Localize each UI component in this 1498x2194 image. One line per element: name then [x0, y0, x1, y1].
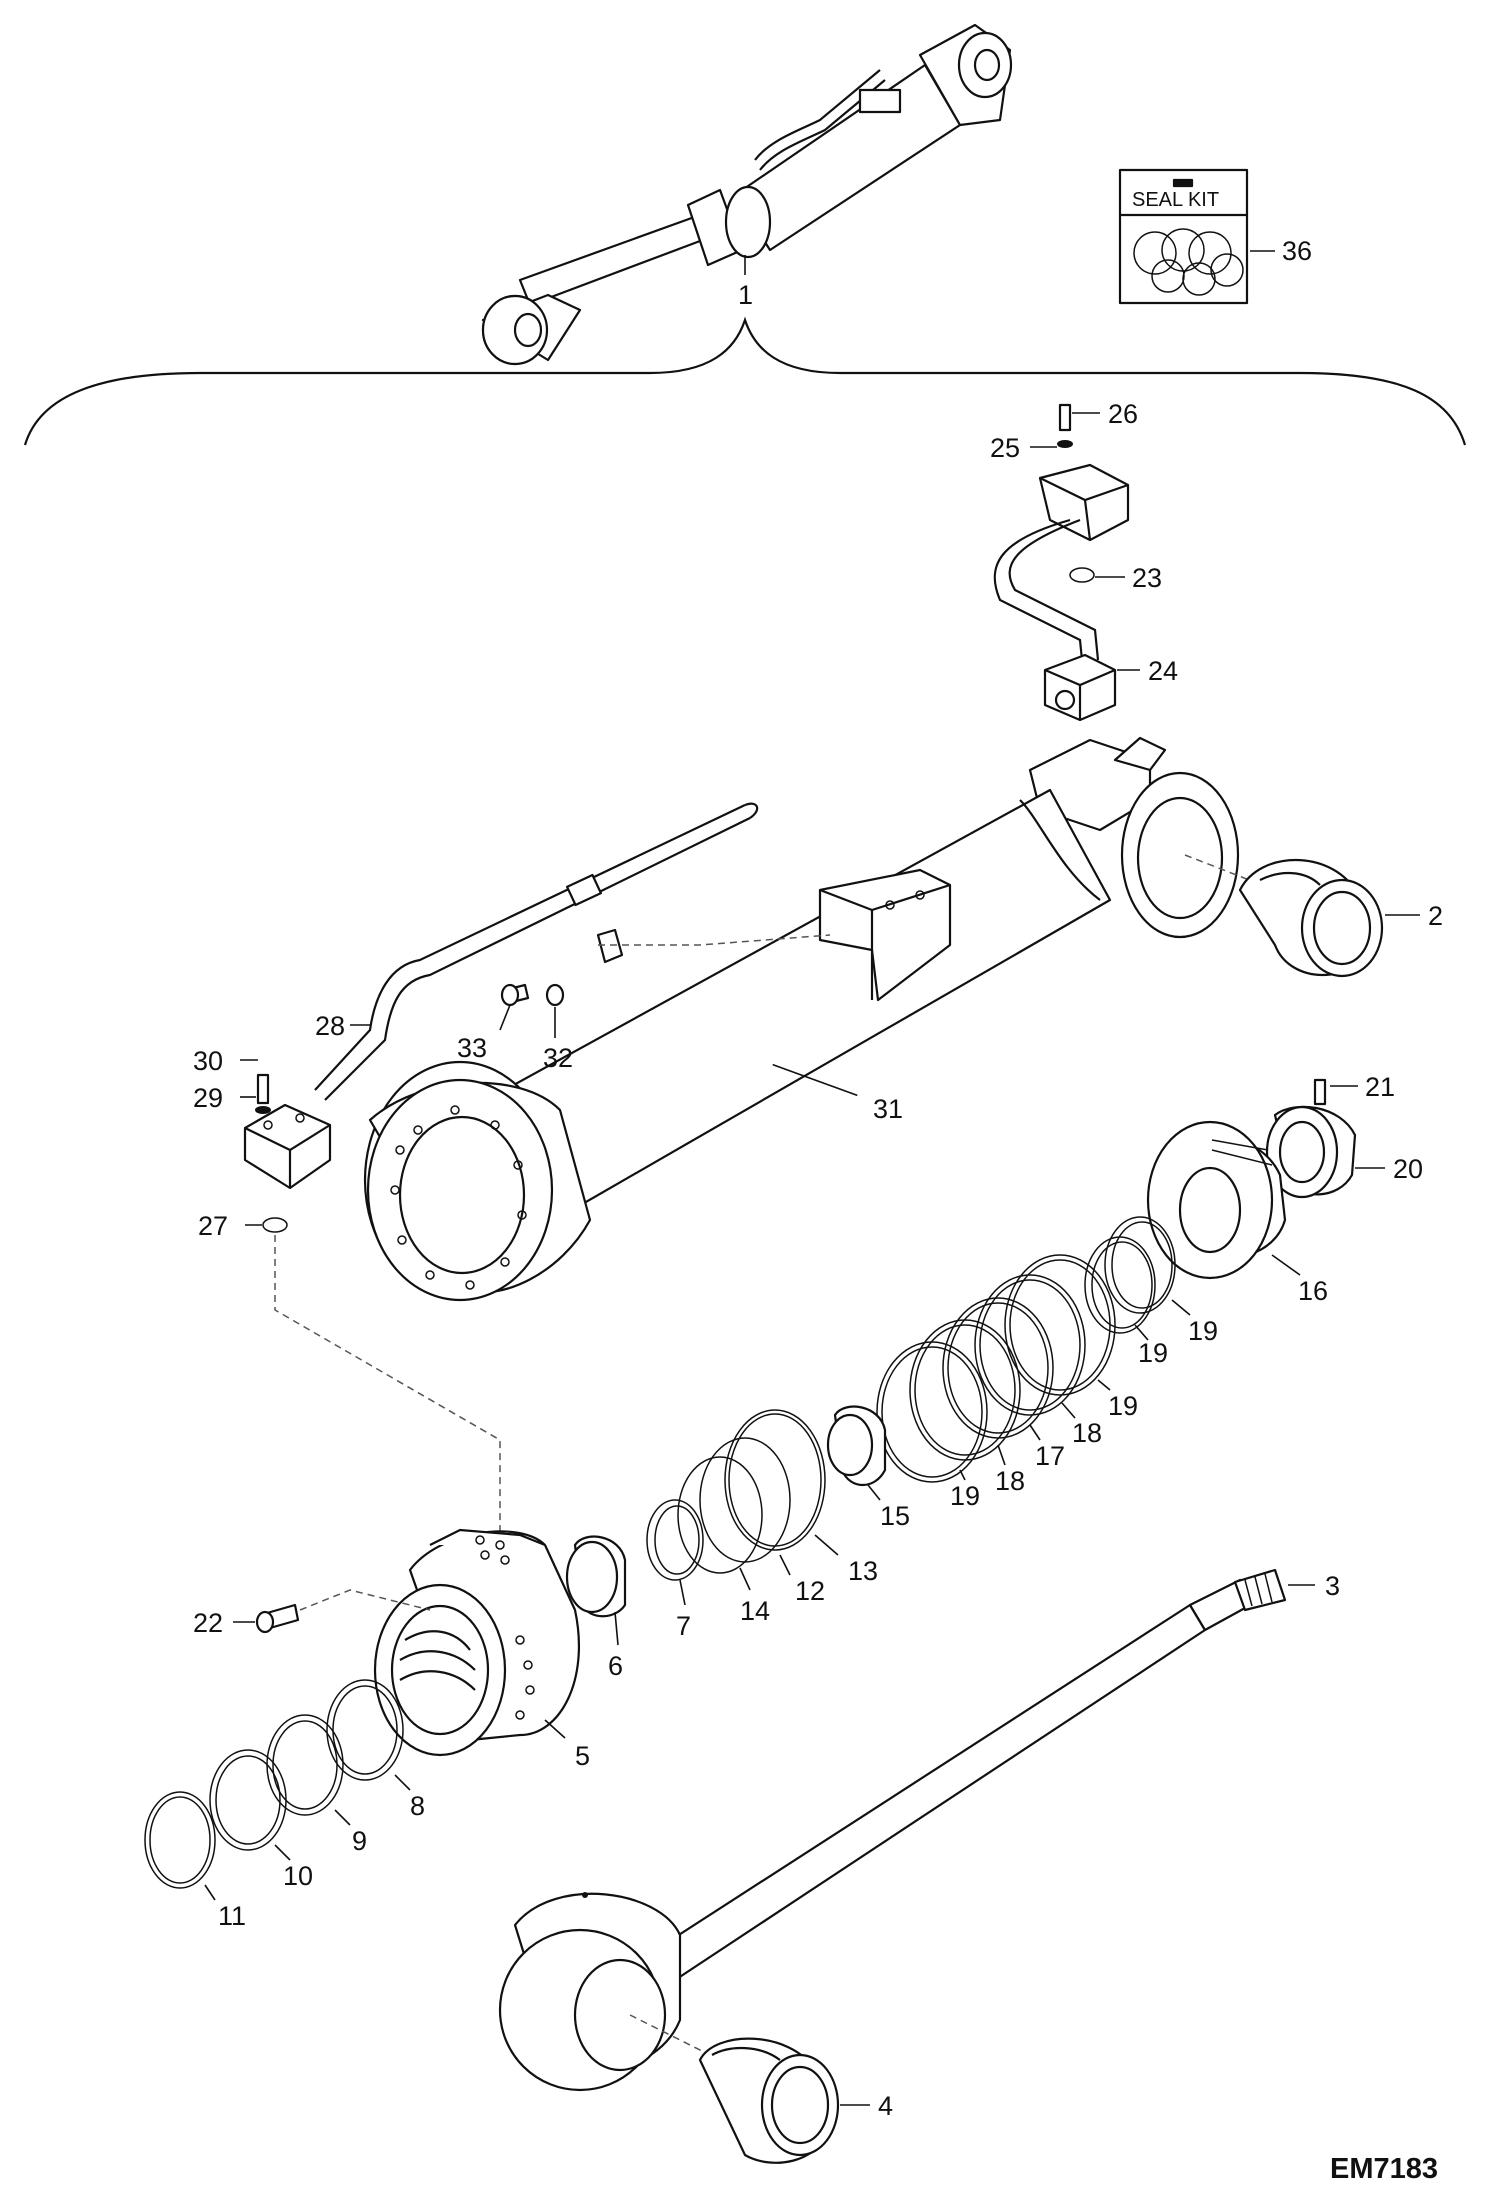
leader-14	[739, 1567, 751, 1591]
leader-21	[1171, 1299, 1191, 1316]
callout-10: 10	[283, 1861, 313, 1891]
bushing-2	[1238, 859, 1384, 978]
callout-17: 17	[1035, 1441, 1065, 1471]
gland-assembly	[144, 1528, 580, 1889]
callout-28: 26	[1108, 399, 1138, 429]
leader-12	[779, 1554, 791, 1576]
callout-12: 12	[795, 1576, 825, 1606]
leader-5	[544, 1719, 566, 1739]
leader-16	[1271, 1254, 1301, 1276]
cylinder-barrel	[363, 736, 1240, 1302]
callout-26: 24	[1148, 656, 1178, 686]
callout-14: 14	[740, 1596, 770, 1626]
callout-19a: 19	[1108, 1391, 1138, 1421]
callout-16: 16	[1298, 1276, 1328, 1306]
leader-35	[499, 1004, 511, 1031]
leader-20	[1134, 1324, 1149, 1341]
drawing-id: EM7183	[1330, 2153, 1438, 2185]
callout-18a: 18	[1072, 1418, 1102, 1448]
callout-4: 4	[878, 2091, 893, 2121]
leader-33	[772, 1063, 858, 1097]
leader-10	[274, 1844, 291, 1861]
callout-35: 33	[457, 1033, 487, 1063]
seal-kit-box: SEAL KIT	[1118, 168, 1249, 305]
callout-9: 9	[352, 1826, 367, 1856]
callout-29: 27	[198, 1211, 228, 1241]
leader-11	[204, 1884, 216, 1901]
leader-6	[614, 1611, 619, 1646]
leader-9	[334, 1809, 351, 1826]
assembly-path-35	[598, 934, 831, 946]
callout-19b: 19	[950, 1481, 980, 1511]
callout-23: 21	[1365, 1072, 1395, 1102]
leader-13	[814, 1534, 839, 1556]
callout-3: 3	[1325, 1571, 1340, 1601]
leader-7	[679, 1579, 686, 1606]
bushing-4	[698, 2037, 840, 2164]
assembly-path-29	[274, 1235, 501, 1535]
piston-rod	[498, 1568, 1287, 2092]
callout-21: 19	[1188, 1316, 1218, 1346]
axis-line-2	[1184, 854, 1276, 891]
leader-18b	[997, 1444, 1006, 1466]
callout-24: 22	[193, 1608, 223, 1638]
callout-1: 1	[738, 280, 753, 310]
callout-5: 5	[575, 1741, 590, 1771]
assembly-brace	[23, 316, 1467, 446]
tube-assembly-rod	[243, 802, 759, 1233]
callout-36: 36	[1282, 236, 1312, 266]
seal-kit-label: SEAL KIT	[1132, 189, 1219, 211]
leader-18a	[1061, 1402, 1076, 1419]
callout-22: 20	[1393, 1154, 1423, 1184]
leader-17	[1029, 1424, 1041, 1441]
axis-line-4	[629, 2014, 721, 2061]
callout-34: 32	[543, 1043, 573, 1073]
callout-15: 15	[880, 1501, 910, 1531]
callout-27: 25	[990, 433, 1020, 463]
callout-31: 29	[193, 1083, 223, 1113]
leader-15	[867, 1484, 881, 1501]
callout-2: 2	[1428, 901, 1443, 931]
assembly-thumbnail	[481, 23, 1013, 366]
leader-19a	[1097, 1379, 1111, 1391]
callout-30: 28	[315, 1011, 345, 1041]
callout-18b: 18	[995, 1466, 1025, 1496]
piston-stack	[565, 1078, 1357, 1618]
callout-25: 23	[1132, 563, 1162, 593]
leader-8	[394, 1774, 411, 1791]
assembly-path-24	[299, 1589, 431, 1611]
callout-32: 30	[193, 1046, 223, 1076]
tube-assembly-head	[993, 403, 1130, 722]
leader-19b	[959, 1469, 966, 1481]
callout-11: 11	[218, 1901, 246, 1931]
callout-33: 31	[873, 1094, 903, 1124]
callout-13: 13	[848, 1556, 878, 1586]
callout-8: 8	[410, 1791, 425, 1821]
callout-20: 19	[1138, 1338, 1168, 1368]
callout-7: 7	[676, 1611, 691, 1641]
callout-6: 6	[608, 1651, 623, 1681]
